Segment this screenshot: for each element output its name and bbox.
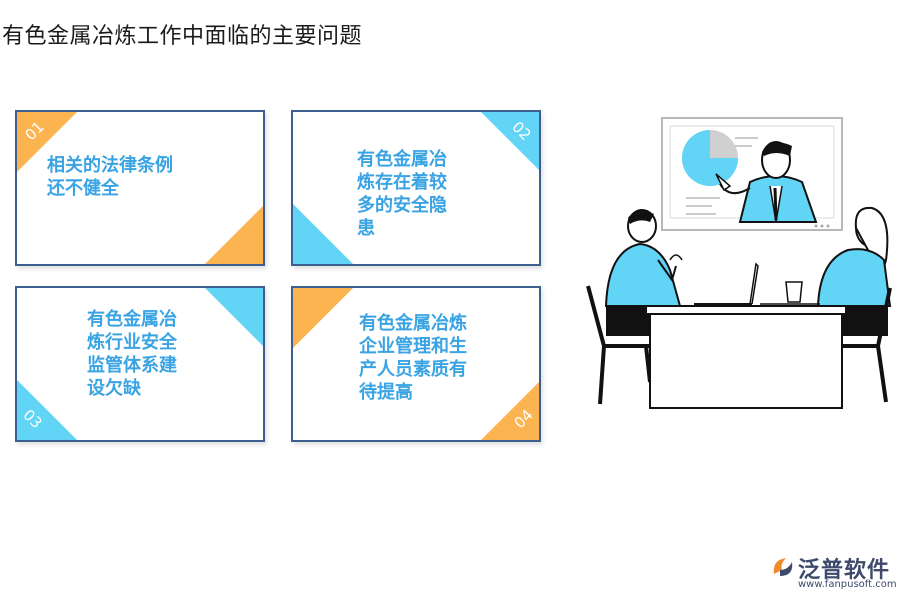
left-person-icon [604, 209, 683, 336]
page-title: 有色金属冶炼工作中面临的主要问题 [2, 24, 363, 49]
issue-card-03: 03 有色金属冶 炼行业安全 监管体系建 设欠缺 [15, 286, 265, 442]
card-01-corner-top-left [17, 112, 77, 172]
brand-name: 泛普软件 [798, 558, 891, 583]
brand-logo: 泛普软件 www.fanpusoft.com [770, 552, 897, 592]
card-04-text: 有色金属冶炼 企业管理和生 产人员素质有 待提高 [359, 313, 467, 403]
issue-card-02: 02 有色金属冶 炼存在着较 多的安全隐 患 [291, 110, 541, 266]
card-03-corner-top-right [205, 288, 263, 346]
card-03-corner-bottom-left [17, 380, 77, 440]
right-person-icon [816, 206, 892, 336]
card-01-corner-bottom-right [205, 206, 263, 264]
meeting-illustration [586, 117, 892, 409]
card-01-text: 相关的法律条例 还不健全 [47, 155, 173, 199]
card-04-corner-top-left [293, 288, 353, 348]
card-03-text: 有色金属冶 炼行业安全 监管体系建 设欠缺 [87, 309, 177, 399]
card-02-corner-bottom-left [293, 204, 353, 264]
brand-url: www.fanpusoft.com [798, 579, 897, 590]
meeting-table-icon [645, 305, 847, 315]
laptop-icon [706, 262, 759, 305]
issue-card-04: 04 有色金属冶炼 企业管理和生 产人员素质有 待提高 [291, 286, 541, 442]
issue-card-01: 01 相关的法律条例 还不健全 [15, 110, 265, 266]
brand-logo-icon [773, 558, 793, 576]
card-02-corner-top-right [481, 112, 539, 170]
card-02-text: 有色金属冶 炼存在着较 多的安全隐 患 [357, 149, 447, 239]
cup-icon [785, 281, 803, 303]
card-04-corner-bottom-right [481, 382, 539, 440]
